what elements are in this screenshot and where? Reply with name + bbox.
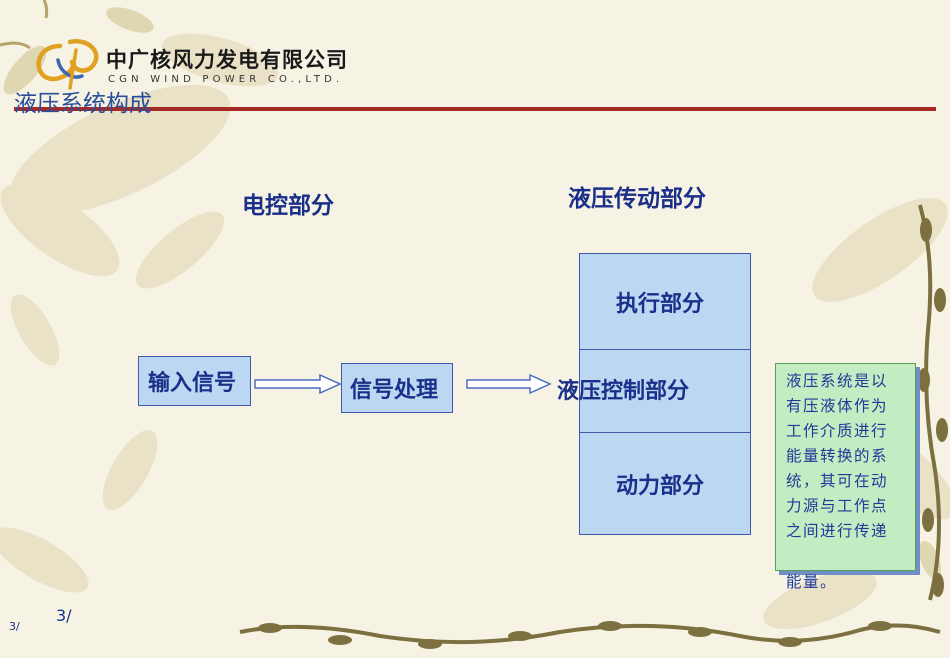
note-line: 工作介质进行 <box>786 422 889 440</box>
note-line: 统，其可在动 <box>786 472 889 490</box>
section-electric-control: 电控部分 <box>242 193 334 219</box>
note-line: 液压系统是以 <box>786 372 889 390</box>
power-box: 动力部分 <box>579 432 751 535</box>
section-hydraulic-transmission: 液压传动部分 <box>568 186 706 212</box>
note-line: 有压液体作为 <box>786 397 889 415</box>
actuator-label: 执行部分 <box>616 291 705 317</box>
note-line: 之间进行传递 <box>786 522 889 540</box>
slide-title: 液压系统构成 <box>14 91 152 117</box>
actuator-box: 执行部分 <box>579 253 751 350</box>
page-number: 3/ <box>56 606 72 625</box>
company-logo <box>36 39 99 90</box>
input-signal-label: 输入信号 <box>148 371 237 396</box>
signal-processing-box: 信号处理 <box>341 363 453 413</box>
arrow-right-icon <box>254 373 342 395</box>
note-box: 液压系统是以 有压液体作为 工作介质进行 能量转换的系 统，其可在动 力源与工作… <box>775 363 916 591</box>
power-label: 动力部分 <box>616 473 705 499</box>
company-name-en: CGN WIND POWER CO.,LTD. <box>108 74 344 85</box>
title-divider <box>14 107 936 111</box>
arrow-right-icon <box>466 373 552 395</box>
note-line: 能量转换的系 <box>786 447 889 465</box>
note-line: 能量。 <box>786 573 838 591</box>
company-name-cn: 中广核风力发电有限公司 <box>106 48 348 72</box>
input-signal-box: 输入信号 <box>138 356 251 406</box>
page-number-corner: 3/ <box>9 620 20 633</box>
signal-processing-label: 信号处理 <box>350 378 439 403</box>
hydraulic-control-label: 液压控制部分 <box>557 379 690 404</box>
note-line: 力源与工作点 <box>786 497 889 515</box>
